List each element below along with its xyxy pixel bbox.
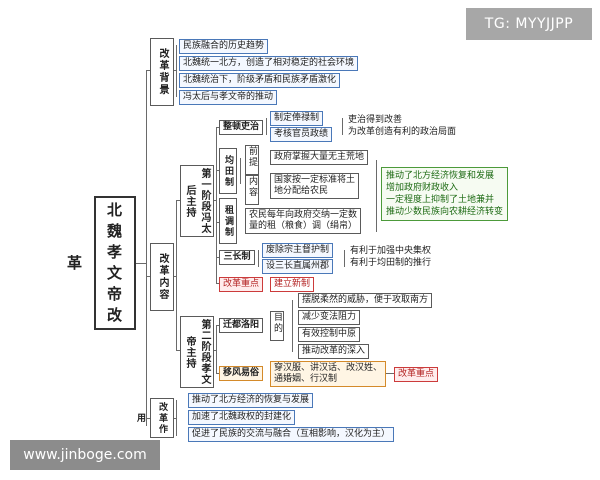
- relocation-bracket: [292, 300, 293, 352]
- economic-effect-bracket: [376, 160, 377, 232]
- stage2-bracket: [216, 325, 217, 373]
- governance-bracket: [266, 118, 267, 135]
- stage2-to-customs: [216, 373, 219, 374]
- root-connector: [136, 263, 146, 264]
- stage1-to-equal-field: [216, 170, 219, 171]
- effects-label: 改革作用: [135, 398, 174, 438]
- effects-item-3: 促进了民族的交流与融合（互相影响，汉化为主）: [188, 427, 395, 442]
- governance-result: 吏治得到改善 为改革创造有利的政治局面: [348, 115, 457, 137]
- rent-tax-label: 租调制: [219, 198, 237, 244]
- background-item-4: 冯太后与孝文帝的推动: [179, 90, 278, 105]
- content-label: 改革内容: [150, 243, 174, 311]
- spine-to-background: [146, 70, 150, 71]
- three-chiefs-result: 有利于加强中央集权 有利于均田制的推行: [350, 246, 432, 268]
- stage1-focus-label: 改革重点: [219, 277, 264, 292]
- stage2-label-text: 第二阶段孝文帝主持: [184, 319, 210, 385]
- three-chiefs-result-bracket: [344, 250, 345, 267]
- background-item-2: 北魏统一北方，创造了相对稳定的社会环境: [179, 56, 359, 71]
- stage1-bracket: [216, 127, 217, 283]
- content-bracket-stem: [174, 276, 177, 277]
- customs-label: 移风易俗: [219, 366, 263, 381]
- main-spine: [146, 70, 147, 426]
- stage1-bracket-stem: [214, 200, 217, 201]
- effects-item-1: 推动了北方经济的恢复与发展: [188, 393, 314, 408]
- three-chiefs-item-1: 废除宗主督护制: [262, 243, 334, 258]
- three-chiefs-item-2: 设三长直属州郡: [262, 259, 334, 274]
- stage1-to-focus: [216, 283, 219, 284]
- stage2-label: 第二阶段孝文帝主持: [180, 316, 214, 388]
- stage2-bracket-stem: [214, 350, 217, 351]
- governance-item-1: 制定俸禄制: [270, 111, 324, 126]
- three-chiefs-bracket: [258, 250, 259, 267]
- watermark-top-right: TG: MYYJJPP: [466, 8, 592, 40]
- equal-field-premise-item: 政府掌握大量无主荒地: [270, 150, 369, 165]
- root-title: 北魏孝文帝改革: [65, 196, 136, 330]
- effects-item-2: 加速了北魏政权的封建化: [188, 410, 296, 425]
- equal-field-content-label: 内容: [245, 175, 259, 205]
- watermark-bottom-left: www.jinboge.com: [10, 440, 160, 470]
- background-item-3: 北魏统治下，阶级矛盾和民族矛盾激化: [179, 73, 341, 88]
- governance-result-bracket: [342, 118, 343, 135]
- content-to-stage2: [176, 350, 180, 351]
- stage1-label: 第一阶段冯太后主持: [180, 165, 214, 237]
- stage2-to-relocation: [216, 325, 219, 326]
- background-item-1: 民族融合的历史趋势: [179, 39, 269, 54]
- three-chiefs-label: 三长制: [219, 250, 255, 265]
- stage1-focus-item: 建立新制: [270, 277, 315, 292]
- equal-field-content-item: 国家按一定标准将土 地分配给农民: [270, 173, 360, 199]
- governance-label: 整顿吏治: [219, 120, 263, 135]
- relocation-label: 迁都洛阳: [219, 318, 263, 333]
- equal-field-premise-label: 前提: [245, 145, 259, 175]
- governance-item-2: 考核官员政绩: [270, 127, 333, 142]
- stage2-focus-label: 改革重点: [394, 367, 439, 382]
- stage1-to-governance: [216, 127, 219, 128]
- stage1-to-three-chiefs: [216, 257, 219, 258]
- background-label: 改革背景: [150, 38, 174, 106]
- background-bracket-stem: [174, 70, 177, 71]
- content-to-stage1: [176, 200, 180, 201]
- spine-to-content: [146, 276, 150, 277]
- equal-field-label: 均田制: [219, 148, 237, 194]
- rent-tax-item: 农民每年向政府交纳一定数 量的租（粮食）调（绢帛）: [245, 208, 362, 234]
- relocation-item-4: 推动改革的深入: [298, 344, 370, 359]
- equal-field-bracket: [240, 158, 241, 184]
- spine-to-effects: [146, 418, 150, 419]
- relocation-purpose-label: 目的: [270, 311, 284, 341]
- relocation-item-2: 减少变法阻力: [298, 310, 361, 325]
- effects-bracket-stem: [174, 418, 177, 419]
- stage1-label-text: 第一阶段冯太后主持: [184, 168, 210, 234]
- customs-item: 穿汉服、讲汉话、改汉姓、 通婚姻、行汉制: [270, 361, 387, 387]
- background-bracket: [176, 45, 177, 97]
- relocation-item-3: 有效控制中原: [298, 327, 361, 342]
- customs-to-focus: [386, 373, 394, 374]
- stage1-to-rent-tax: [216, 222, 219, 223]
- economic-effect: 推动了北方经济恢复和发展 增加政府财政收入 一定程度上抑制了土地兼并 推动少数民…: [381, 167, 509, 221]
- relocation-item-1: 摆脱柔然的威胁，便于攻取南方: [298, 293, 433, 308]
- content-bracket: [176, 200, 177, 350]
